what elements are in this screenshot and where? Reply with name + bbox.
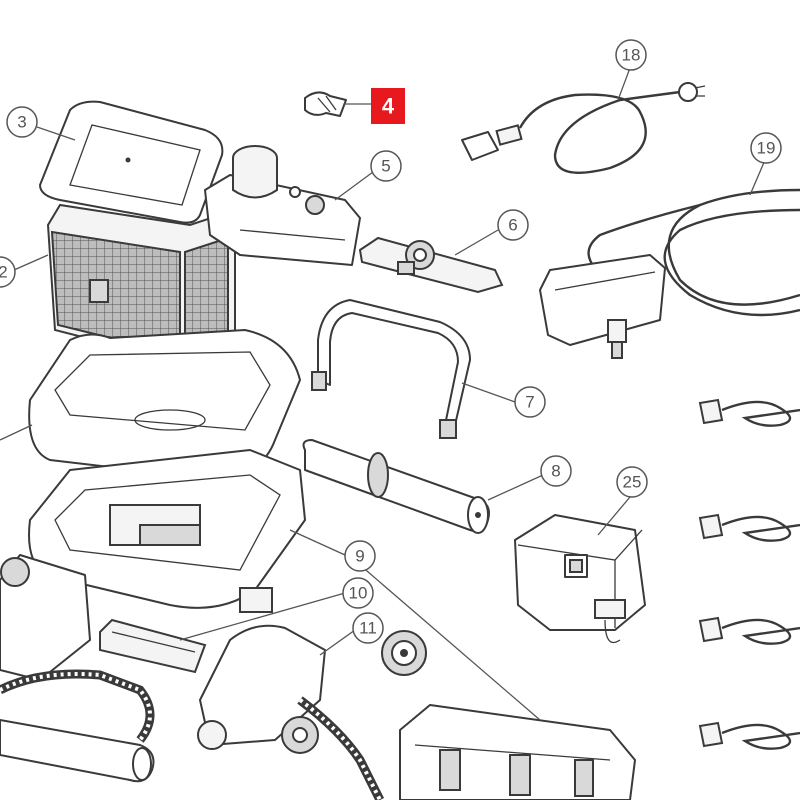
callout-8-label: 8 [551,462,560,481]
leader-lines [0,67,766,721]
highlight-badge: 4 [371,88,405,124]
callout-10-label: 10 [349,584,368,603]
callout-19-label: 19 [757,139,776,158]
part-gear-wheel [381,630,427,676]
callout-18: 18 [615,39,647,71]
callout-25: 25 [616,466,648,498]
callout-7-label: 7 [525,393,534,412]
part-brush-roller [302,439,490,534]
part-handle [311,299,471,439]
callout-18-label: 18 [622,46,641,65]
part-clip [304,91,372,117]
callout-5-label: 5 [381,157,390,176]
part-chassis [28,449,306,613]
part-body-frame [28,329,301,481]
callout-8: 8 [540,455,572,487]
callout-19: 19 [750,132,782,164]
callout-3: 3 [6,106,38,138]
part-bracket-plate [358,236,504,294]
callout-25-label: 25 [623,473,642,492]
part-bottom-unit [399,704,636,800]
part-left-drive [0,554,385,800]
part-power-cable [461,82,706,174]
callout-11-label: 11 [359,619,377,638]
callout-2: 2 [0,256,16,288]
callout-9-label: 9 [355,547,364,566]
highlight-badge-label: 4 [382,94,395,119]
callout-2-label: 2 [0,263,8,282]
callout-5: 5 [370,150,402,182]
part-gasket-plate [99,618,207,674]
part-motor-unit [204,145,361,266]
callout-3-label: 3 [17,113,26,132]
callout-9: 9 [344,540,376,572]
part-power-supply [514,514,646,644]
part-cable-set [698,398,800,750]
callout-6: 6 [497,209,529,241]
callout-10: 10 [342,577,374,609]
part-float-cable [539,188,800,359]
part-filter-basket [46,203,236,364]
part-lid [39,100,224,224]
callout-6-label: 6 [508,216,517,235]
callout-11: 11 [352,612,384,644]
callout-7: 7 [514,386,546,418]
